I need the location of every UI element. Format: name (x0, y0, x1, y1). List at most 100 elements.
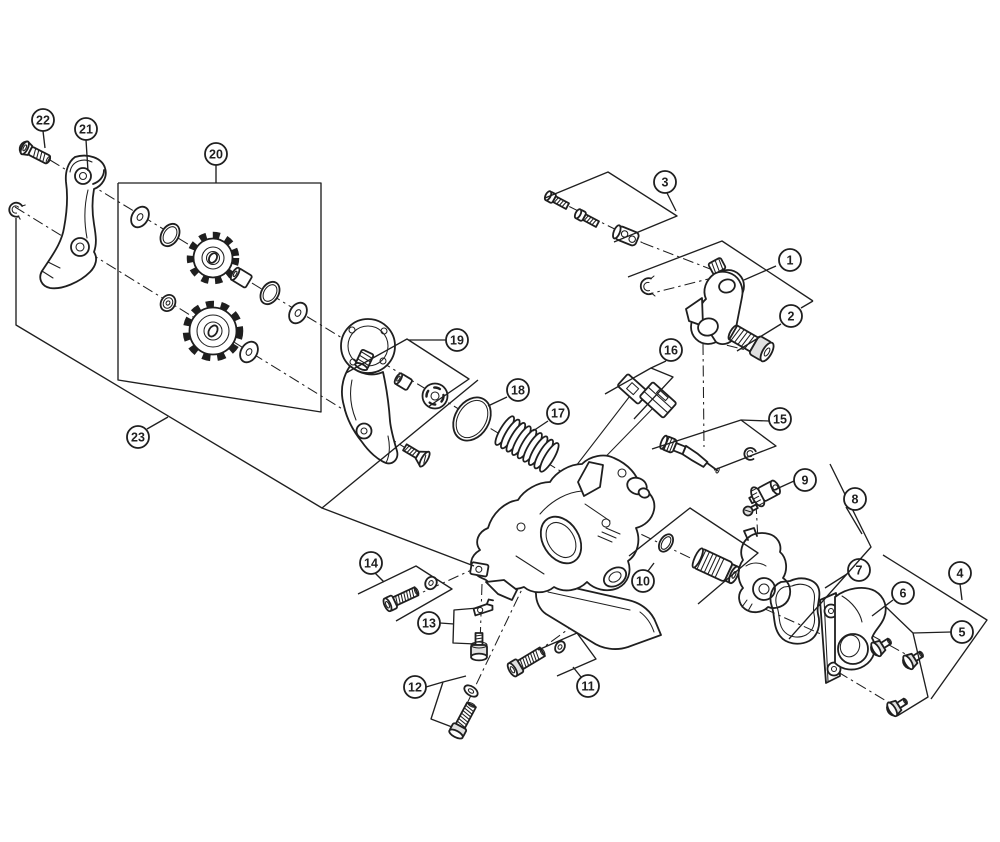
callout-leader-21 (85, 139, 89, 172)
tension-pulley (182, 300, 244, 362)
link-arm (737, 527, 792, 614)
callout-leader-6 (871, 599, 894, 617)
stopper-cap (393, 372, 413, 391)
callout-leader-8 (845, 506, 863, 535)
callout-22: 22 (31, 108, 55, 132)
inner-plate-assembly (340, 318, 449, 468)
body-foot (485, 579, 518, 601)
callout-leader-4 (959, 583, 963, 601)
washer-a (130, 205, 150, 229)
body-window (539, 515, 583, 565)
casing-holder-plates-16 (617, 373, 677, 419)
callout-18: 18 (506, 378, 530, 402)
callout-leader-3 (544, 171, 678, 243)
callout-leader-4 (882, 554, 988, 700)
mount-bolt-12 (448, 684, 479, 740)
pulley-set-20 (130, 205, 308, 364)
derailleur-body (469, 454, 662, 650)
callout-7: 7 (847, 558, 871, 582)
seal-ring-b (259, 280, 281, 306)
callout-23: 23 (126, 425, 150, 449)
callout-leader-23 (146, 416, 169, 430)
callout-label-4: 4 (957, 567, 964, 581)
callout-leader-8 (788, 463, 872, 640)
callout-leader-7 (824, 573, 848, 589)
callout-21: 21 (74, 117, 98, 141)
callout-2: 2 (779, 304, 803, 328)
callout-11: 11 (576, 674, 600, 698)
plate-stop-bolt-22 (18, 140, 52, 165)
callout-leader-16 (604, 367, 674, 420)
callout-4: 4 (948, 561, 972, 585)
cable-adjusting-unit-9 (742, 479, 781, 517)
bracket-axle-unit-1 (639, 257, 775, 363)
callout-1: 1 (778, 248, 802, 272)
callout-20: 20 (204, 142, 228, 166)
callout-5: 5 (950, 620, 974, 644)
callout-leader-14 (357, 565, 453, 622)
guide-pulley (186, 231, 240, 285)
callout-leader-12 (425, 681, 444, 688)
body-mount-tab (469, 561, 490, 578)
callout-label-23: 23 (131, 431, 145, 445)
callout-label-7: 7 (856, 564, 863, 578)
callout-12: 12 (403, 675, 427, 699)
mount-bolt-11 (506, 640, 566, 678)
o-ring-10 (658, 533, 674, 553)
spring-barrel-10 (691, 547, 740, 585)
callout-8: 8 (843, 487, 867, 511)
callout-label-19: 19 (450, 334, 464, 348)
callout-label-10: 10 (636, 575, 650, 589)
callout-leader-10 (628, 507, 759, 605)
callout-leader-13 (439, 622, 455, 625)
callout-15: 15 (768, 407, 792, 431)
callout-leader-18 (487, 396, 508, 407)
cover-unit-4 (819, 586, 887, 684)
callout-leader-9 (771, 480, 795, 492)
callout-9: 9 (793, 468, 817, 492)
callout-label-18: 18 (511, 384, 525, 398)
gasket-7 (769, 577, 821, 645)
washer-b (288, 301, 308, 325)
callout-leader-10 (647, 562, 655, 572)
callout-leader-13 (452, 607, 479, 645)
callout-10: 10 (631, 569, 655, 593)
e-ring (639, 275, 656, 297)
assembly-axis-line (702, 343, 705, 448)
callout-label-17: 17 (551, 407, 565, 421)
spacer-bushing (229, 266, 253, 289)
outer-plate-21 (39, 154, 107, 290)
callout-label-20: 20 (209, 148, 223, 162)
plate-axle-screw (402, 443, 431, 468)
inner-plate (341, 365, 399, 465)
callout-leader-15 (740, 419, 770, 422)
callout-leader-17 (532, 420, 549, 432)
callout-leader-16 (650, 360, 667, 369)
callout-label-16: 16 (664, 344, 678, 358)
callout-leader-23 (15, 218, 479, 509)
cable-fixing-bolt-15 (659, 434, 757, 474)
callout-6: 6 (891, 581, 915, 605)
callout-leader-3 (666, 192, 677, 212)
bearing-cap (159, 293, 177, 313)
seal-ring-a (159, 222, 181, 248)
callout-leader-19 (345, 338, 470, 408)
callout-leader-20 (117, 182, 322, 413)
cable-clamp-13 (470, 598, 494, 662)
assembly-axis-line (642, 242, 719, 273)
callout-leader-2 (800, 300, 814, 309)
callout-label-13: 13 (422, 617, 436, 631)
bracket-mount-bolt-2 (727, 324, 775, 363)
callout-16: 16 (659, 338, 683, 362)
callout-leader-14 (374, 572, 385, 583)
e-clip-small (8, 201, 26, 220)
callout-leader-22 (42, 130, 46, 149)
callout-17: 17 (546, 401, 570, 425)
callout-label-6: 6 (900, 587, 907, 601)
callout-leader-5 (885, 606, 929, 717)
ratchet-plate (421, 382, 449, 410)
callout-label-15: 15 (773, 413, 787, 427)
